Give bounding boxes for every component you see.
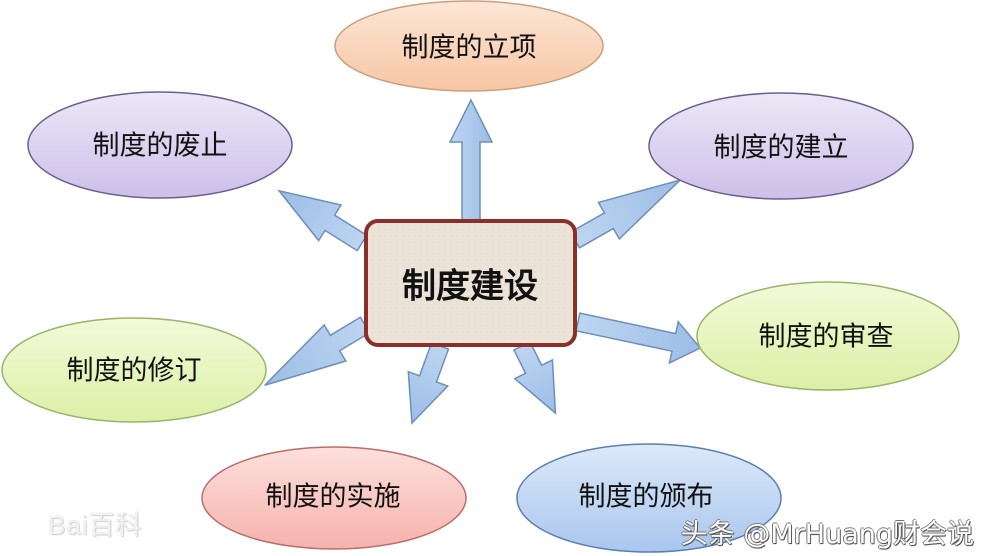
node-label-establish-project: 制度的立项 bbox=[401, 32, 537, 64]
arrow-to-review bbox=[575, 312, 702, 365]
node-abolish-shape bbox=[27, 91, 293, 199]
arrow-to-establish bbox=[569, 179, 681, 249]
arrows bbox=[264, 98, 702, 425]
node-label-revise: 制度的修订 bbox=[66, 355, 202, 387]
arrow-to-abolish bbox=[277, 189, 368, 252]
node-publish-shape bbox=[516, 443, 782, 553]
arrow-to-implement bbox=[407, 341, 450, 425]
arrow-to-establish-project bbox=[448, 98, 494, 223]
center-label: 制度建设 bbox=[402, 266, 538, 307]
center-box-shape bbox=[364, 219, 577, 347]
node-label-abolish: 制度的废止 bbox=[92, 130, 228, 162]
arrow-to-revise bbox=[264, 316, 371, 386]
node-label-publish: 制度的颁布 bbox=[578, 481, 714, 513]
node-establish-shape bbox=[648, 92, 914, 200]
node-establish-project-shape bbox=[334, 0, 604, 92]
source-watermark: 头条 @MrHuang财会说 bbox=[680, 519, 974, 550]
node-revise-shape bbox=[1, 317, 267, 423]
arrow-to-publish bbox=[512, 340, 557, 415]
baidu-watermark: Bai百科 bbox=[48, 510, 143, 540]
node-implement-shape bbox=[201, 446, 467, 550]
node-review-shape bbox=[696, 281, 960, 391]
node-label-implement: 制度的实施 bbox=[265, 481, 401, 513]
node-label-establish: 制度的建立 bbox=[713, 132, 849, 164]
node-label-review: 制度的审查 bbox=[758, 321, 894, 353]
